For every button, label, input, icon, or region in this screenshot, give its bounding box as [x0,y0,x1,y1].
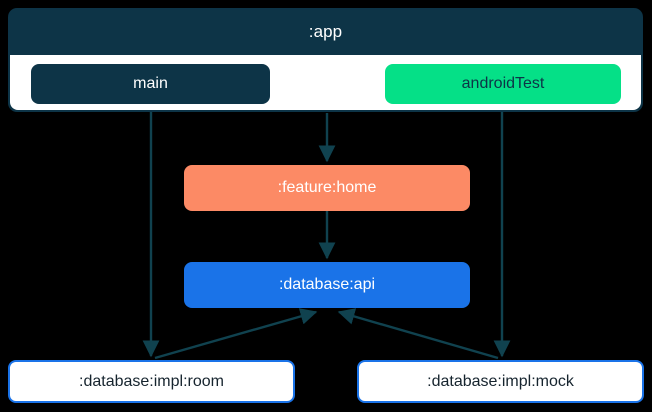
node-database-impl-mock[interactable]: :database:impl:mock [357,360,644,403]
node-feature-home[interactable]: :feature:home [184,165,470,211]
node-database-impl-room[interactable]: :database:impl:room [8,360,295,403]
node-main[interactable]: main [31,64,270,104]
node-main-label: main [133,75,168,92]
node-android-test-label: androidTest [461,75,545,92]
node-feature-home-label: :feature:home [277,179,377,196]
edge-room-to-database-api [154,308,318,360]
node-database-impl-room-label: :database:impl:room [79,372,224,390]
node-android-test[interactable]: androidTest [385,64,621,104]
edge-mock-to-database-api [337,308,499,360]
node-database-api[interactable]: :database:api [184,262,470,308]
cluster-app-title: :app [308,22,343,41]
node-database-api-label: :database:api [278,276,376,293]
node-database-impl-mock-label: :database:impl:mock [427,372,574,390]
